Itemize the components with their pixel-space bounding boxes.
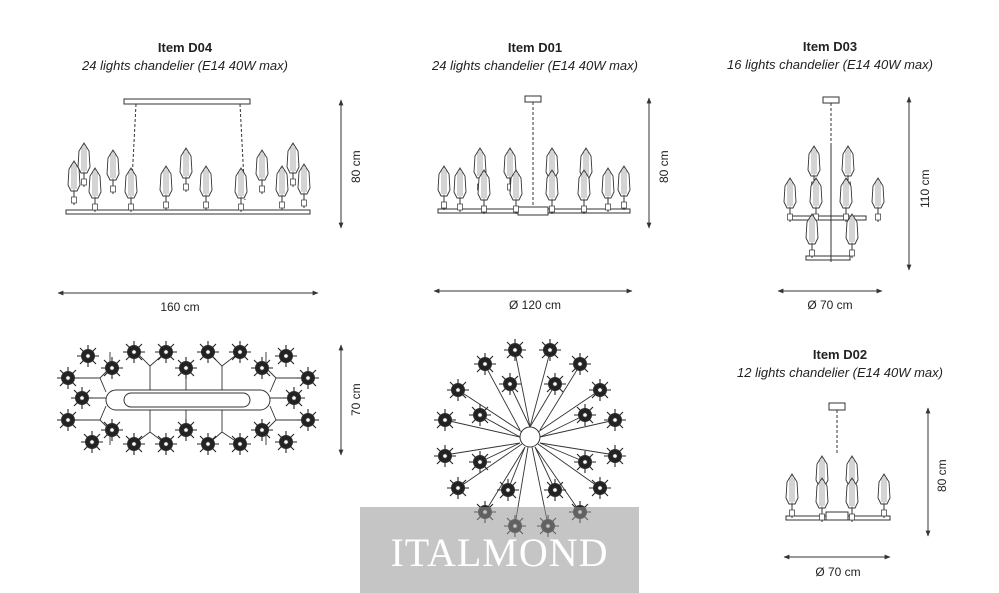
- d01-width-label: Ø 120 cm: [508, 298, 562, 312]
- d04-subtitle: 24 lights chandelier (E14 40W max): [82, 58, 288, 73]
- d02-subtitle: 12 lights chandelier (E14 40W max): [737, 365, 943, 380]
- d01-subtitle: 24 lights chandelier (E14 40W max): [432, 58, 638, 73]
- d02-width-label: Ø 70 cm: [815, 565, 861, 579]
- d01-front-view: [437, 95, 631, 216]
- d01-front-shades: [437, 147, 631, 215]
- d04-title: Item D04: [157, 40, 213, 55]
- d04-front-view: [65, 98, 311, 215]
- d04-front-shades: [67, 142, 311, 213]
- d02-title: Item D02: [812, 347, 868, 362]
- d02-front-view: [785, 402, 891, 523]
- d01-top-view: [433, 338, 627, 538]
- d03-front-view: [783, 96, 885, 262]
- d04-top-view: [56, 340, 320, 456]
- d01-title: Item D01: [507, 40, 563, 55]
- d04-width-label: 160 cm: [160, 300, 200, 314]
- d03-width-label: Ø 70 cm: [807, 298, 853, 312]
- watermark-logo-text: ITALMOND: [390, 530, 609, 575]
- d03-subtitle: 16 lights chandelier (E14 40W max): [727, 57, 933, 72]
- d03-title: Item D03: [802, 39, 858, 54]
- watermark-box: ITALMOND: [360, 507, 639, 593]
- d03-front-shades: [783, 145, 885, 259]
